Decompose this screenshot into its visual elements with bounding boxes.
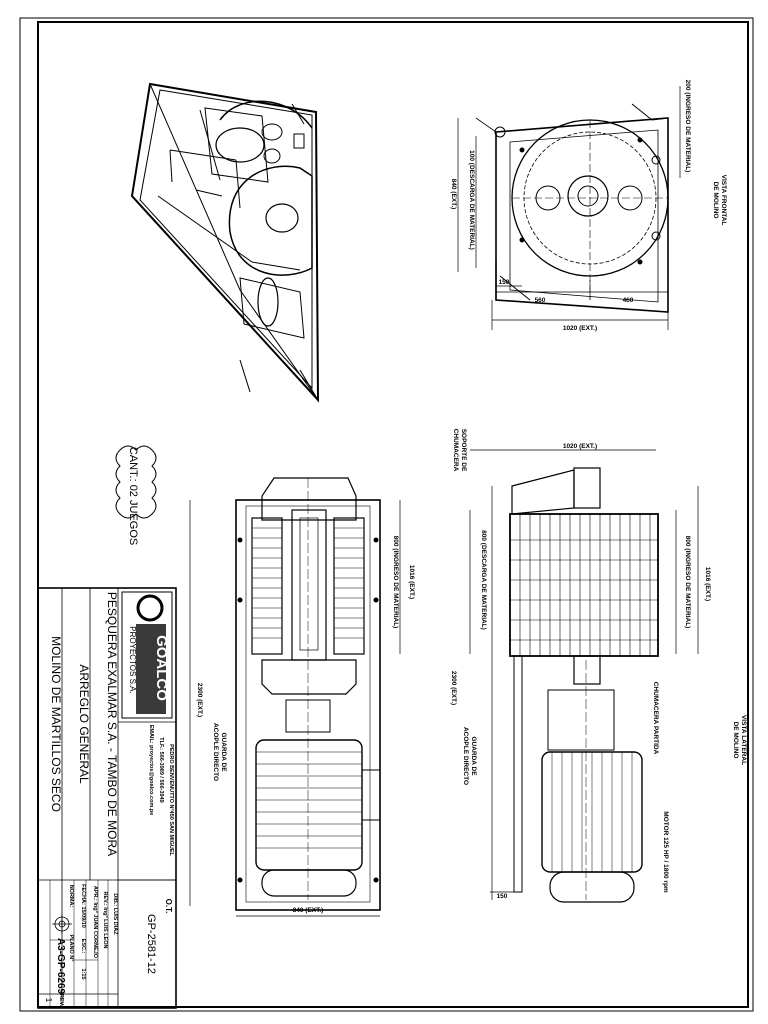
plano-label: PLANO N°	[68, 935, 74, 962]
front-dim-ingreso: 200 (INGRESO DE MATERIAL)	[684, 80, 691, 173]
lateral-soporte-2: CHUMACERA	[452, 429, 459, 472]
client-name: PESQUERA EXALMAR S.A. - TAMBO DE MORA	[105, 592, 119, 856]
plan-view	[189, 477, 401, 917]
lateral-dim-top: 1020 (EXT.)	[563, 443, 597, 450]
front-view	[457, 86, 681, 330]
isometric-view	[130, 82, 320, 403]
logo-gear-icon	[136, 594, 164, 622]
goalco-logo	[121, 591, 173, 719]
front-dim-150: 150	[499, 279, 510, 286]
ot-label: O.T.	[164, 899, 173, 914]
plan-dim-840: 840 (EXT.)	[293, 907, 324, 914]
lateral-guarda-1: GUARDA DE	[470, 736, 477, 776]
company-phone: TLF.: 566-3989 / 566-3949	[158, 737, 164, 802]
projection-symbol-icon	[52, 914, 72, 934]
lateral-dim-2300: 2300 (EXT.)	[450, 671, 457, 705]
sheet-inner-border	[37, 21, 749, 1008]
sheet-outer-border	[19, 17, 754, 1012]
lateral-soporte-1: SOPORTE DE	[460, 429, 467, 472]
dibujante: DIB.: LUIS DIAZ	[112, 893, 118, 935]
logo-text: GOALCO	[153, 635, 170, 701]
lateral-chumacera: CHUMACERA PARTIDA	[652, 682, 659, 755]
lateral-view-title-1: VISTA LATERAL	[740, 715, 747, 765]
lateral-motor: MOTOR 125 HP / 1800 rpm	[662, 811, 669, 893]
norma-label: NORMA:	[68, 885, 74, 908]
lateral-guarda-2: ACOPLE DIRECTO	[462, 727, 469, 785]
front-dim-560: 560	[535, 297, 546, 304]
rev-label: REV.	[58, 994, 64, 1007]
lateral-dim-1016: 1016 (EXT.)	[704, 567, 711, 601]
escala-value: 1:15	[80, 968, 86, 979]
front-view-title-2: DE MOLINO	[712, 182, 719, 219]
quantity-note: CANT.: 02 JUEGOS	[127, 447, 139, 545]
company-address: PEDRO BENVENUTTO N°450 SAN MIGUEL	[168, 744, 174, 856]
drawing-title: ARREGLO GENERAL	[77, 664, 91, 784]
front-view-title-1: VISTA FRONTAL	[720, 175, 727, 226]
front-dim-height: 840 (EXT.)	[450, 179, 457, 210]
ot-value: GP-2581-12	[145, 914, 157, 974]
plan-guarda-2: ACOPLE DIRECTO	[212, 723, 219, 781]
lateral-dim-150: 150	[497, 893, 508, 900]
company-email: EMAIL: proyectos@goalco.com.pe	[148, 725, 154, 816]
front-dim-descarga: 100 (DESCARGA DE MATERIAL)	[468, 150, 475, 250]
plan-dim-1016: 1016 (EXT.)	[408, 565, 415, 599]
plan-dim-2300: 2300 (EXT.)	[196, 683, 203, 717]
lateral-view-title-2: DE MOLINO	[732, 722, 739, 759]
plano-value: A3-GP-6269	[55, 938, 66, 995]
title-block-text: GOALCO PROYECTOS S.A. PEDRO BENVENUTTO N…	[44, 592, 174, 1007]
lateral-view-labels: VISTA LATERAL DE MOLINO 1020 (EXT.) SOPO…	[450, 429, 747, 900]
lateral-dim-ingreso: 800 (INGRESO DE MATERIAL)	[684, 536, 691, 629]
front-view-labels: VISTA FRONTAL DE MOLINO 200 (INGRESO DE …	[450, 80, 727, 332]
quantity-cloud	[115, 445, 157, 519]
logo-subtitle: PROYECTOS S.A.	[128, 626, 137, 693]
lateral-view	[469, 449, 699, 903]
aprobador: APR.: Ing° JUAN CORNEJO	[92, 886, 98, 959]
fecha: FECHA: 15/09/10	[80, 884, 86, 928]
lateral-dim-descarga: 800 (DESCARGA DE MATERIAL)	[480, 530, 487, 630]
title-block-frame	[37, 587, 177, 1009]
front-dim-460: 460	[623, 297, 634, 304]
plan-view-labels: 800 (INGRESO DE MATERIAL) 1016 (EXT.) 23…	[196, 536, 415, 914]
front-dim-width: 1020 (EXT.)	[563, 325, 597, 332]
revisor: REV.: Ing° LUIS LEON	[102, 891, 108, 948]
plan-dim-800: 800 (INGRESO DE MATERIAL)	[392, 536, 399, 629]
plan-guarda-1: GUARDA DE	[220, 732, 227, 772]
escala-label: ESC.:	[80, 939, 86, 954]
equipment-name: MOLINO DE MARTILLOS SECO	[49, 636, 63, 812]
rev-value: 1	[44, 998, 53, 1003]
